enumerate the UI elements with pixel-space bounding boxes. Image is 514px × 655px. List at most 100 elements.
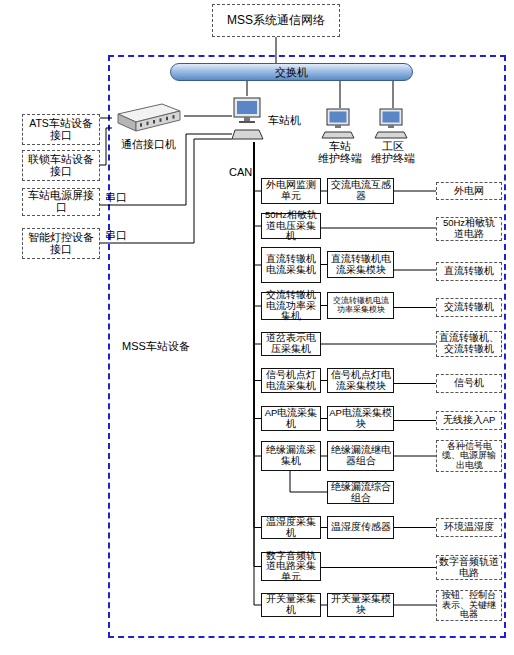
node-text: ATS车站设备接口 <box>24 118 98 142</box>
collector-box: 直流转辙机电流采集模块 <box>327 251 394 278</box>
collector-box: 外电网监测单元 <box>261 178 321 204</box>
interface-box: 信号机 <box>436 374 502 393</box>
connector-line <box>321 527 327 528</box>
connector-line <box>394 605 436 606</box>
node-text: 交流电流互感器 <box>329 180 392 201</box>
equipment-frame: MSS车站设备交换机通信接口机车站机车站 维护终端工区 维护终端外电网监测单元交… <box>108 55 506 638</box>
collector-box: 开关量采集模块 <box>327 593 394 617</box>
connector-line <box>254 142 261 226</box>
icon-port <box>140 123 142 127</box>
collector-box: 交流转辙机电流功率采集机 <box>261 292 321 320</box>
node-text: 数字音频轨道电路 <box>438 557 500 578</box>
connector-line <box>290 471 327 492</box>
interface-box: 交流转辙机 <box>436 298 502 317</box>
terminal-icon <box>315 108 365 140</box>
interface-box: 联锁车站设备接口 <box>22 150 100 181</box>
connector-line <box>321 305 327 306</box>
icon-keyboard <box>232 130 263 139</box>
collector-box: AP电流采集模块 <box>327 406 394 431</box>
connector-line <box>394 456 436 457</box>
collector-box: 道岔表示电压采集机 <box>261 332 321 356</box>
node-text: 信号机 <box>454 378 484 389</box>
interface-box: 数字音频轨道电路 <box>436 555 502 580</box>
edge-label: 串口 <box>105 192 127 204</box>
node-text: MSS车站设备 <box>122 340 190 352</box>
collector-box: 交流电流互感器 <box>327 178 394 204</box>
connector-line <box>321 418 327 419</box>
connector-line <box>254 142 261 567</box>
collector-box: 开关量采集机 <box>261 593 321 617</box>
icon-face <box>118 114 136 131</box>
node-text: 数字音频轨道电路采集单元 <box>263 551 319 583</box>
node-text: 按钮、控制台表示、关键继电器 <box>438 591 500 620</box>
node-text: 开关量采集机 <box>263 594 319 615</box>
node-text: 直流转辙机 <box>444 266 494 277</box>
icon-port <box>147 122 149 126</box>
node-text: 50Hz相敏轨道电路 <box>438 218 500 239</box>
connector-line <box>321 191 327 192</box>
node-text: 直流转辙机、交流转辙机 <box>438 333 500 354</box>
node-text: 车站机 <box>268 114 301 126</box>
connector-line <box>321 456 327 457</box>
node-text: 通信接口机 <box>121 138 176 150</box>
node-text: 信号机点灯电流采集机 <box>263 370 319 391</box>
connector-line <box>254 142 261 191</box>
connector-line <box>394 307 436 308</box>
icon-monitor <box>380 109 402 125</box>
maintenance-terminal: 车站 维护终端 <box>315 108 365 166</box>
collector-box: 绝缘漏流继电器组合 <box>327 441 394 471</box>
bus-label: CAN <box>229 166 252 178</box>
icon-keyboard <box>322 132 354 138</box>
icon-stand <box>388 125 394 128</box>
connector-line <box>321 344 436 345</box>
icon-face <box>136 111 180 131</box>
icon-base <box>239 121 255 123</box>
connector-line <box>254 142 261 605</box>
connector-line <box>254 142 261 528</box>
switch-bar: 交换机 <box>170 63 413 81</box>
connector-line <box>393 81 394 108</box>
interface-box: 直流转辙机 <box>436 262 502 281</box>
node-text: 智能灯控设备接口 <box>24 232 98 256</box>
collector-box: 50Hz相敏轨道电压采集机 <box>261 213 321 239</box>
node-text: 外电网监测单元 <box>263 180 319 201</box>
icon-stand <box>244 117 250 121</box>
icon-screen <box>383 112 400 123</box>
connector-line <box>254 142 261 344</box>
collector-box: 温湿度采集机 <box>261 516 321 539</box>
interface-box: 直流转辙机、交流转辙机 <box>436 331 502 357</box>
node-text: 车站 维护终端 <box>315 140 365 164</box>
node-text: MSS系统通信网络 <box>227 14 325 27</box>
interface-box: 50Hz相敏轨道电路 <box>436 217 502 241</box>
node-text: 环境温湿度 <box>444 522 494 533</box>
icon-screen <box>237 101 257 114</box>
icon-port <box>173 115 175 119</box>
interface-box: 按钮、控制台表示、关键继电器 <box>436 590 502 621</box>
node-text: 道岔表示电压采集机 <box>263 333 319 354</box>
node-text: 温湿度传感器 <box>331 522 391 533</box>
node-text: 联锁车站设备接口 <box>24 154 98 178</box>
interface-box: ATS车站设备接口 <box>22 114 100 145</box>
connector-line <box>100 128 112 165</box>
node-text: AP电流采集模块 <box>329 408 392 429</box>
node-text: 交换机 <box>275 66 308 78</box>
connector-line <box>254 142 261 381</box>
node-text: 直流转辙机电流采集模块 <box>329 254 392 275</box>
connector-line <box>254 142 261 456</box>
node-text: 外电网 <box>454 186 484 197</box>
node-text: 直流转辙机电流采集机 <box>263 254 319 275</box>
icon-stand <box>335 125 341 128</box>
node-text: 信号机点灯电流采集模块 <box>329 370 392 391</box>
connector-line <box>394 420 436 421</box>
connector-line <box>394 191 436 192</box>
comm-interface-machine: 通信接口机 <box>112 98 184 158</box>
icon-monitor <box>327 109 349 125</box>
node-text: 车站电源屏接口 <box>24 190 98 214</box>
collector-box: 信号机点灯电流采集机 <box>261 368 321 393</box>
node-text: 各种信号电缆、电源屏输出电缆 <box>438 442 500 471</box>
node-text: 开关量采集模块 <box>329 594 392 615</box>
edge-label: 串口 <box>105 230 127 242</box>
node-text: AP电流采集机 <box>263 408 319 429</box>
connector-line <box>254 142 261 419</box>
